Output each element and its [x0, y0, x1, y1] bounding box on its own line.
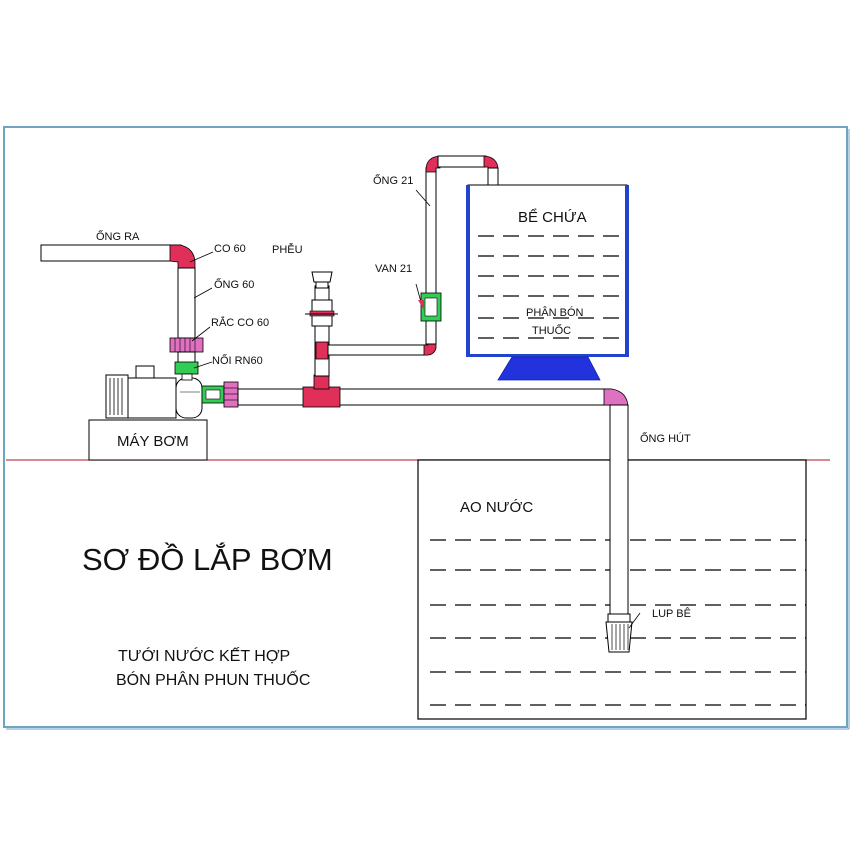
- label-be-chua: BỂ CHỨA: [518, 208, 587, 226]
- label-ong-21: ỐNG 21: [373, 173, 413, 187]
- label-ao-nuoc: AO NƯỚC: [460, 499, 533, 516]
- label-may-bom: MÁY BƠM: [117, 433, 189, 450]
- suction-pipe-down: [609, 404, 629, 619]
- diagram-subtitle-line1: TƯỚI NƯỚC KẾT HỢP: [118, 646, 290, 665]
- label-ong-hut: ỐNG HÚT: [640, 431, 691, 445]
- diagram-subtitle-line2: BÓN PHÂN PHUN THUỐC: [116, 669, 310, 689]
- tank-border-left: [466, 185, 470, 356]
- pump-base: [88, 419, 208, 461]
- outlet-pipe: [40, 244, 182, 262]
- elbow-co60: [169, 244, 196, 271]
- label-van-21: VAN 21: [375, 263, 412, 275]
- tank-stand: [497, 356, 601, 381]
- label-noi-rn60: NỐI RN60: [212, 353, 263, 367]
- label-phan-bon: PHÂN BÓN: [526, 306, 584, 319]
- label-lup-be: LUP BÊ: [652, 607, 691, 620]
- pipe-60: [177, 267, 196, 339]
- fertilizer-tee: [315, 341, 329, 360]
- main-suction-pipe: [237, 388, 611, 406]
- pipe-21-top: [437, 155, 487, 168]
- label-ong-ra: ỐNG RA: [96, 229, 140, 243]
- valve-21-arrow: [415, 283, 424, 310]
- label-leaders: [189, 189, 641, 629]
- label-rac-co-60: RẮC CO 60: [211, 316, 269, 329]
- tank-border-right: [625, 185, 629, 356]
- fertilizer-horizontal-pipe: [327, 344, 427, 356]
- label-pheu: PHỄU: [272, 243, 303, 256]
- suction-union: [223, 381, 239, 408]
- pipe-21-elbow-left: [425, 155, 441, 173]
- funnel-icon: [311, 271, 333, 289]
- funnel-valve-icon: [305, 299, 338, 327]
- label-co-60: CO 60: [214, 243, 246, 255]
- label-thuoc: THUỐC: [532, 323, 571, 337]
- diagram-title: SƠ ĐỒ LẮP BƠM: [82, 541, 333, 577]
- tank-border-bottom: [466, 354, 629, 357]
- foot-valve-icon: [605, 613, 633, 653]
- label-ong-60: ỐNG 60: [214, 277, 254, 291]
- tee-fitting: [302, 386, 341, 408]
